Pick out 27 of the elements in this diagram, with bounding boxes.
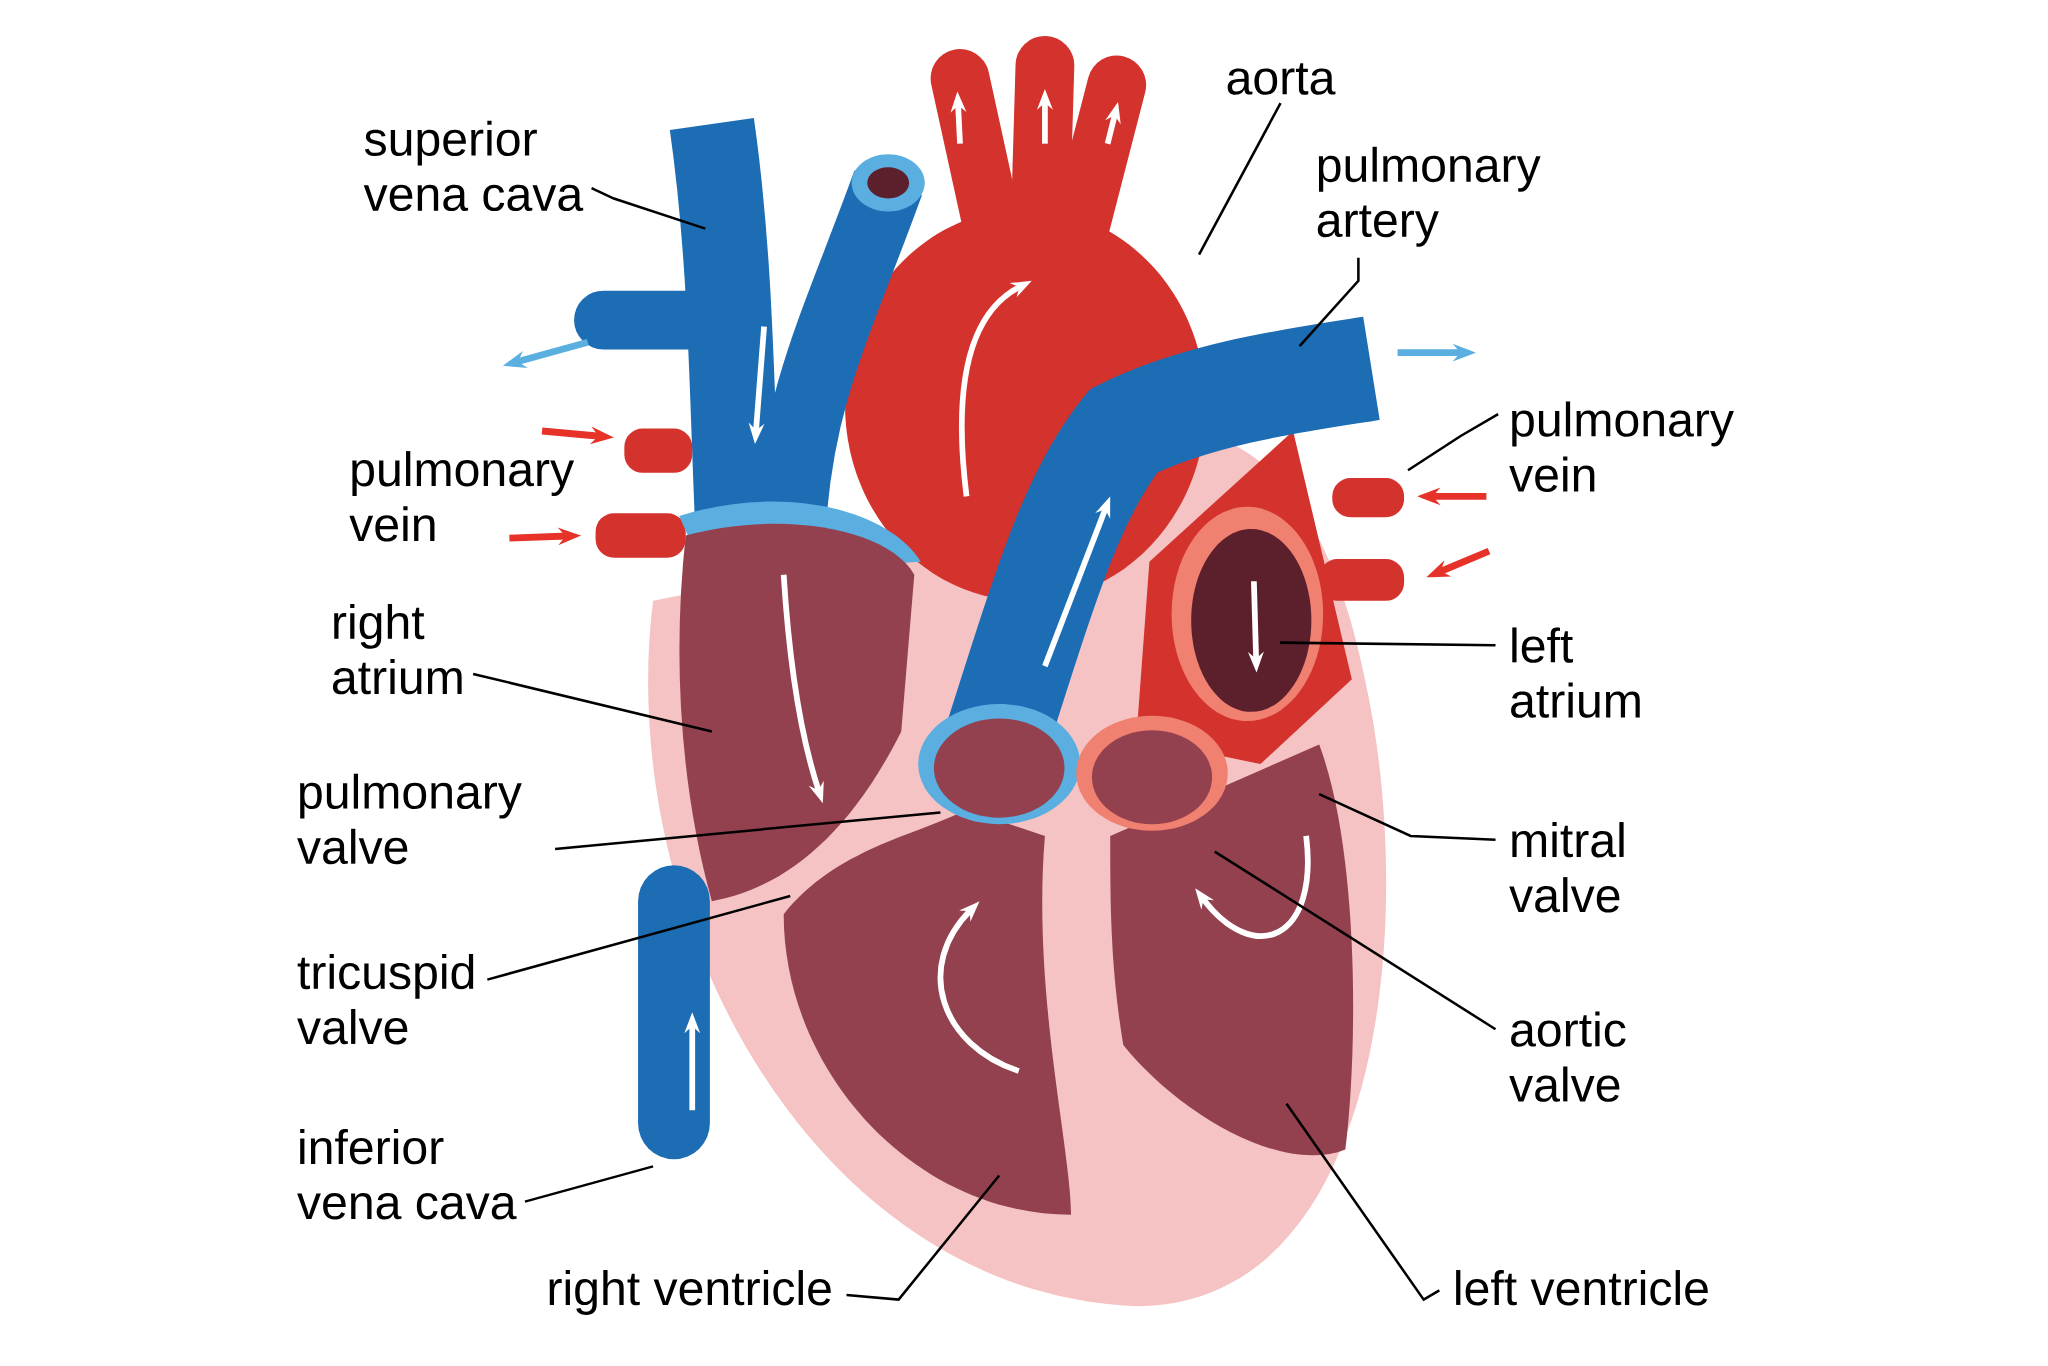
- part-label: right ventricle: [549, 1269, 831, 1315]
- leader-line: [1280, 641, 1496, 647]
- leader-line: [1214, 850, 1497, 1031]
- part-label: left atrium: [1511, 627, 1640, 718]
- part-label: tricuspid valve: [297, 953, 474, 1045]
- leader-line: [1318, 792, 1496, 841]
- part-label: pulmonary vein: [1509, 401, 1734, 492]
- leader-line: [555, 811, 941, 851]
- part-label: mitral valve: [1509, 821, 1624, 913]
- leader-line: [1197, 102, 1282, 256]
- part-label: superior vena cava: [363, 120, 584, 211]
- part-label: aortic valve: [1509, 1011, 1626, 1102]
- leader-line: [1298, 257, 1360, 347]
- part-label: pulmonary vein: [349, 451, 575, 542]
- part-label: aorta: [1227, 63, 1336, 95]
- leader-line: [1285, 1102, 1440, 1302]
- part-label: right atrium: [332, 603, 462, 695]
- leader-line: [472, 672, 713, 733]
- part-label: pulmonary artery: [1317, 146, 1541, 247]
- leader-line: [524, 1165, 654, 1203]
- part-label: left ventricle: [1456, 1269, 1708, 1306]
- leader-line: [1407, 412, 1499, 472]
- leader-line: [486, 894, 791, 981]
- part-label: pulmonary valve: [297, 773, 522, 865]
- leader-line: [591, 186, 706, 230]
- leader-line: [846, 1174, 1001, 1301]
- part-label: inferior vena cava: [297, 1128, 517, 1220]
